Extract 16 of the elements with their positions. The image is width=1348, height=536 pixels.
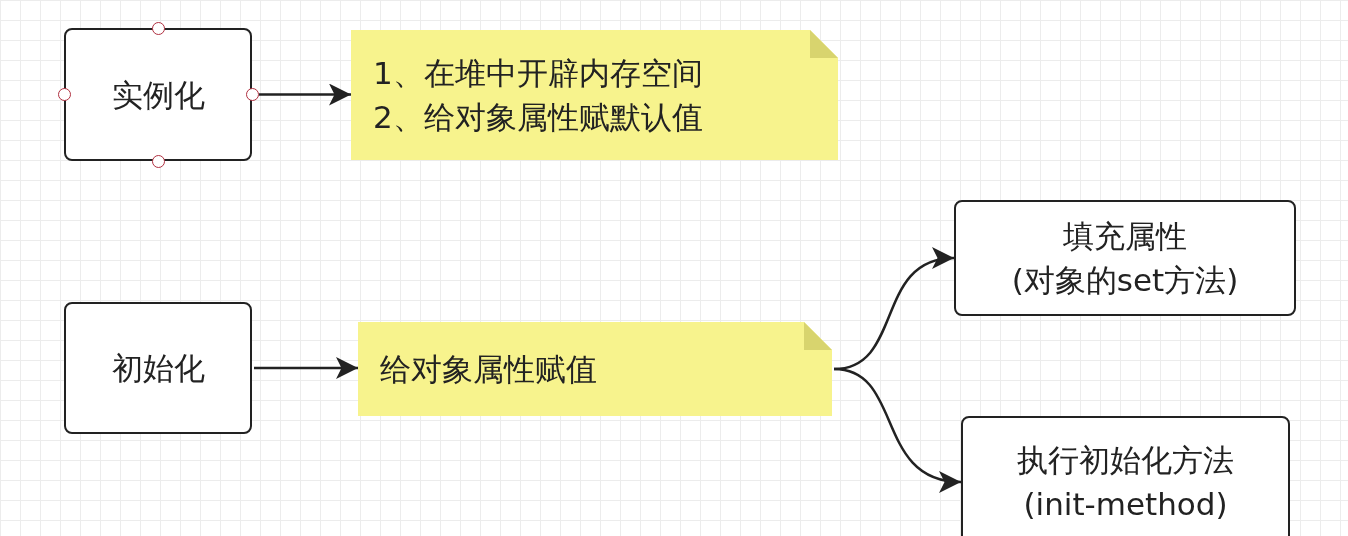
box-label: 实例化 [111,75,205,115]
note-text: 2、给对象属性赋默认值 [373,98,703,137]
note-text: 1、在堆中开辟内存空间 [373,54,703,93]
box-label: (init-method) [1023,485,1228,524]
box-label: 填充属性 [1063,217,1187,256]
arrow [259,83,351,106]
process-box [961,416,1290,536]
arrow [833,367,962,491]
arrow [254,357,358,379]
process-box [64,302,252,434]
box-label: (对象的set方法) [1011,261,1239,300]
process-box [954,200,1296,316]
note-text: 给对象属性赋值 [380,350,597,389]
box-label: 执行初始化方法 [1017,441,1234,480]
box-label: 初始化 [111,349,205,388]
process-box [64,28,252,161]
